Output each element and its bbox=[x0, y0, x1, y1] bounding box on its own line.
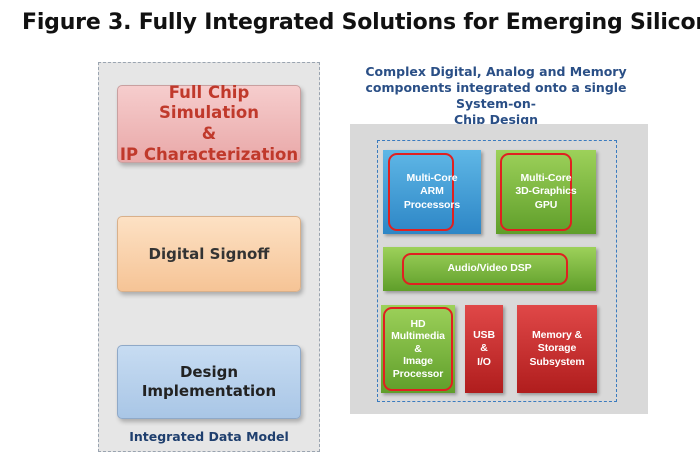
highlight-ring-arm bbox=[388, 153, 454, 231]
design-flow-panel: Full Chip Simulation & IP Characterizati… bbox=[98, 62, 320, 452]
stage-full-chip-simulation: Full Chip Simulation & IP Characterizati… bbox=[117, 82, 301, 164]
soc-caption-line3: Chip Design bbox=[453, 112, 539, 127]
mem-line2: Storage bbox=[537, 342, 577, 355]
stage-digital-signoff: Digital Signoff bbox=[117, 216, 301, 292]
soc-caption-line2: components integrated onto a single Syst… bbox=[365, 80, 627, 111]
block-audio-video-dsp: Audio/Video DSP bbox=[383, 247, 596, 291]
stage-sim-line3: IP Characterization bbox=[119, 144, 299, 164]
stage-signoff-label: Digital Signoff bbox=[148, 244, 270, 263]
hd-line1: HD bbox=[410, 318, 426, 331]
arm-line1: Multi-Core bbox=[406, 171, 458, 184]
hd-line5: Processor bbox=[392, 367, 444, 380]
highlight-ring-gpu bbox=[500, 153, 572, 231]
highlight-ring-hd bbox=[383, 307, 453, 391]
soc-caption: Complex Digital, Analog and Memory compo… bbox=[344, 64, 648, 128]
soc-caption-line1: Complex Digital, Analog and Memory bbox=[365, 64, 627, 79]
stage-impl-line1: Design bbox=[179, 363, 239, 382]
usb-line1: USB bbox=[473, 328, 495, 341]
arm-line2: ARM bbox=[420, 185, 444, 198]
arm-line3: Processors bbox=[403, 198, 461, 211]
usb-line3: I/O bbox=[477, 355, 491, 368]
soc-boundary bbox=[377, 140, 617, 402]
highlight-ring-dsp bbox=[402, 253, 568, 285]
mem-line3: Subsystem bbox=[529, 355, 585, 368]
gpu-line3: GPU bbox=[534, 198, 558, 211]
integrated-data-model-caption: Integrated Data Model bbox=[129, 429, 289, 444]
block-memory-storage: Memory & Storage Subsystem bbox=[517, 305, 597, 393]
figure-title: Figure 3. Fully Integrated Solutions for… bbox=[22, 10, 700, 35]
stage-sim-line2: & bbox=[201, 124, 217, 143]
dsp-label: Audio/Video DSP bbox=[447, 262, 532, 275]
gpu-line2: 3D-Graphics bbox=[515, 185, 577, 198]
stage-sim-line1: Full Chip Simulation bbox=[159, 82, 259, 123]
block-3d-graphics-gpu: Multi-Core 3D-Graphics GPU bbox=[496, 150, 596, 234]
hd-line4: Image bbox=[403, 355, 433, 368]
stage-impl-line2: Implementation bbox=[141, 382, 277, 400]
usb-line2: & bbox=[480, 342, 488, 355]
block-usb-io: USB & I/O bbox=[465, 305, 503, 393]
mem-line1: Memory & bbox=[532, 328, 582, 341]
block-arm-processors: Multi-Core ARM Processors bbox=[383, 150, 481, 234]
gpu-line1: Multi-Core bbox=[520, 171, 572, 184]
hd-line2: Multimedia bbox=[391, 330, 445, 343]
stage-design-implementation: Design Implementation bbox=[117, 345, 301, 419]
hd-line3: & bbox=[414, 342, 422, 355]
block-hd-multimedia: HD Multimedia & Image Processor bbox=[381, 305, 455, 393]
